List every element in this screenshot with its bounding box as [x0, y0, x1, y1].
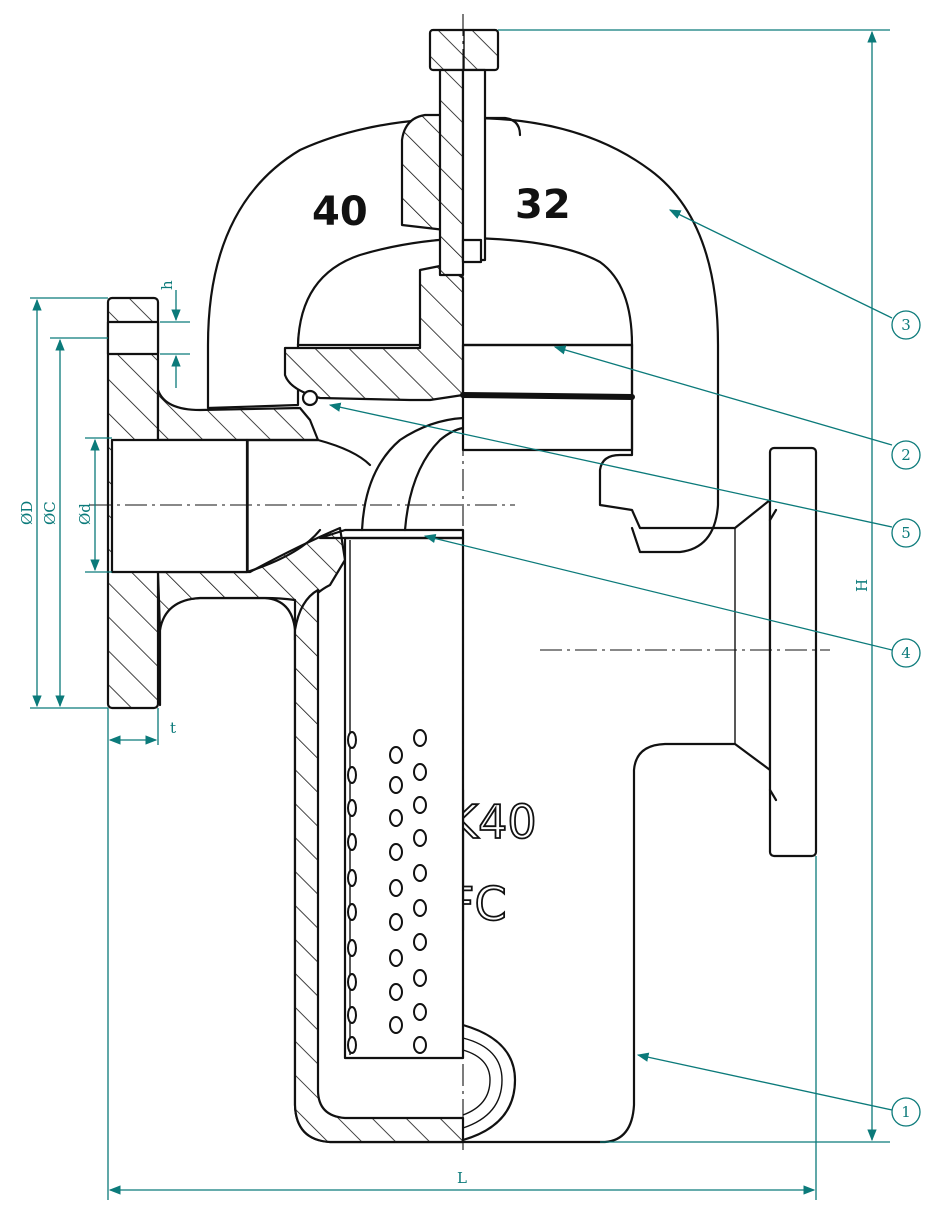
bolt-shank — [438, 68, 465, 277]
dim-label-L: L — [457, 1169, 467, 1187]
gasket-line — [460, 392, 635, 400]
dim-label-diameter-D: ØD — [18, 501, 36, 525]
inlet-flange-bolt-bore — [106, 320, 160, 356]
svg-text:5: 5 — [901, 524, 911, 542]
outlet-flange — [768, 446, 818, 858]
dim-label-H: H — [853, 579, 871, 592]
inlet-neck-upper-wall — [156, 388, 320, 442]
screen-holes — [347, 729, 427, 1054]
body-lower-wall — [293, 588, 465, 1144]
callout-3: 3 — [891, 310, 921, 340]
centerlines — [90, 14, 830, 1150]
dimensions: ØD ØC Ød h t L H — [18, 29, 890, 1200]
callouts: 3 2 5 4 1 — [328, 209, 921, 1127]
cover — [283, 113, 635, 452]
dim-label-diameter-C: ØC — [41, 501, 59, 525]
svg-text:1: 1 — [901, 1103, 911, 1121]
drain-plug — [461, 1023, 517, 1142]
svg-text:4: 4 — [901, 644, 911, 662]
cover-boss — [400, 113, 447, 232]
inlet-bore — [110, 438, 249, 574]
valve-body — [106, 116, 818, 1144]
cast-mark-left: 40 — [312, 189, 368, 235]
callout-2: 2 — [891, 440, 921, 470]
callout-1: 1 — [891, 1097, 921, 1127]
cast-mark-right: 32 — [515, 182, 571, 228]
dim-label-h: h — [158, 280, 176, 290]
svg-text:2: 2 — [901, 446, 911, 464]
strainer-screen — [318, 416, 465, 1060]
callout-4: 4 — [891, 638, 921, 668]
dim-label-diameter-d: Ød — [76, 503, 94, 525]
svg-text:3: 3 — [901, 316, 911, 334]
dim-label-t: t — [170, 719, 176, 737]
o-ring — [301, 389, 319, 407]
callout-5: 5 — [891, 518, 921, 548]
